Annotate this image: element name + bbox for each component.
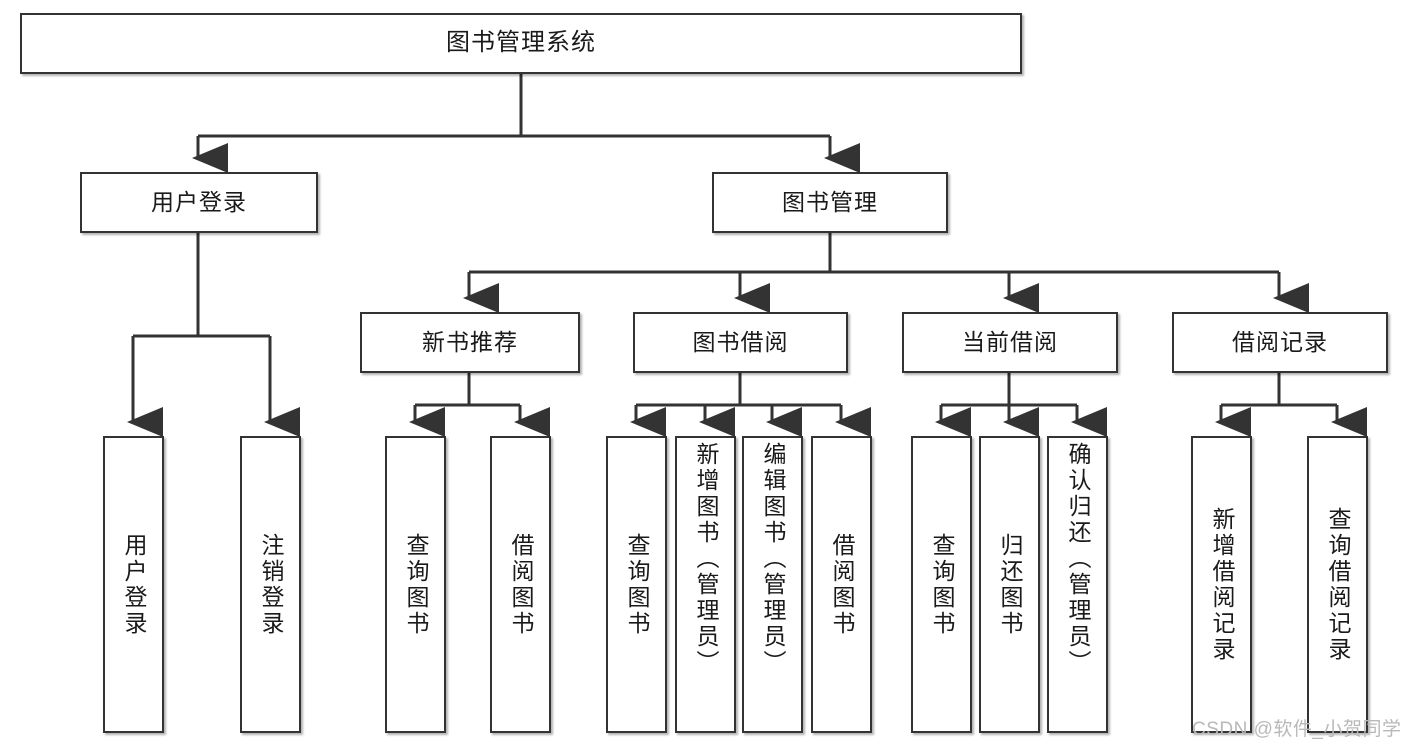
node-label: 确认归还（管理员）	[1065, 442, 1091, 676]
node-label: 图书借阅	[692, 328, 789, 355]
node-root-book-management-system[interactable]: 图书管理系统	[20, 13, 1022, 74]
node-user-login[interactable]: 用户登录	[80, 172, 318, 233]
node-label: 查询图书	[929, 532, 955, 637]
leaf-borrow-add-book-admin[interactable]: 新增图书（管理员）	[675, 436, 736, 733]
node-label: 借阅图书	[829, 532, 855, 637]
node-label: 查询图书	[624, 532, 650, 637]
leaf-borrow-query-book[interactable]: 查询图书	[606, 436, 667, 733]
node-book-management[interactable]: 图书管理	[712, 172, 948, 233]
node-label: 用户登录	[151, 188, 247, 215]
node-current-borrowing[interactable]: 当前借阅	[902, 312, 1118, 373]
node-label: 注销登录	[258, 532, 284, 637]
node-label: 新增借阅记录	[1209, 506, 1235, 663]
leaf-recommend-query-book[interactable]: 查询图书	[385, 436, 446, 733]
node-label: 查询图书	[403, 532, 429, 637]
leaf-current-confirm-return-admin[interactable]: 确认归还（管理员）	[1047, 436, 1108, 733]
node-label: 借阅图书	[508, 532, 534, 637]
node-label: 新书推荐	[422, 328, 518, 355]
leaf-record-add-borrow-record[interactable]: 新增借阅记录	[1191, 436, 1252, 733]
node-label: 新增图书（管理员）	[693, 442, 719, 676]
csdn-watermark: CSDN @软件_小贺同学	[1192, 719, 1402, 740]
node-label: 归还图书	[997, 532, 1023, 637]
node-new-book-recommendation[interactable]: 新书推荐	[360, 312, 580, 373]
node-label: 当前借阅	[962, 328, 1058, 355]
node-label: 查询借阅记录	[1325, 506, 1351, 663]
leaf-current-query-book[interactable]: 查询图书	[911, 436, 972, 733]
node-label: 编辑图书（管理员）	[760, 442, 786, 676]
node-book-borrowing[interactable]: 图书借阅	[633, 312, 848, 373]
leaf-recommend-borrow-book[interactable]: 借阅图书	[490, 436, 551, 733]
leaf-record-query-borrow-record[interactable]: 查询借阅记录	[1307, 436, 1368, 733]
leaf-user-login-logout[interactable]: 注销登录	[240, 436, 301, 733]
node-label: 图书管理系统	[446, 29, 596, 57]
leaf-borrow-borrow-book[interactable]: 借阅图书	[811, 436, 872, 733]
node-label: 图书管理	[782, 188, 878, 215]
node-label: 借阅记录	[1232, 328, 1328, 355]
leaf-user-login-login[interactable]: 用户登录	[103, 436, 164, 733]
node-label: 用户登录	[121, 532, 147, 637]
leaf-current-return-book[interactable]: 归还图书	[979, 436, 1040, 733]
node-borrowing-record[interactable]: 借阅记录	[1172, 312, 1388, 373]
leaf-borrow-edit-book-admin[interactable]: 编辑图书（管理员）	[742, 436, 803, 733]
